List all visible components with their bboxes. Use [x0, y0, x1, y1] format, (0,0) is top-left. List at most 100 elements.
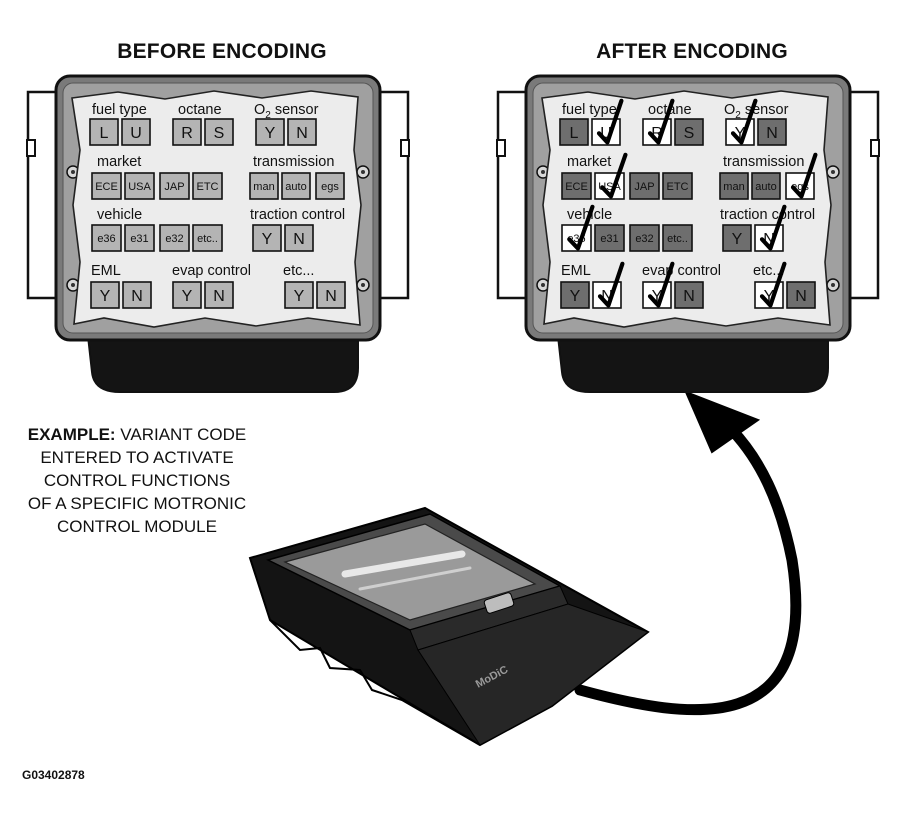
example-line-3: CONTROL FUNCTIONS — [43, 471, 231, 490]
option-text-evap-control-y: Y — [182, 288, 193, 305]
option-box-transmission-auto — [751, 172, 781, 200]
option-text-eml-n: N — [601, 288, 613, 305]
checkmark-icon — [567, 204, 595, 251]
option-text-market-ece: ECE — [95, 181, 118, 193]
checkmark-icon — [759, 261, 787, 308]
option-box-eml-y — [90, 281, 120, 309]
option-box-vehicle-etc — [192, 224, 223, 252]
option-text-o2-sensor-n: N — [766, 125, 778, 142]
option-box-vehicle-e36 — [91, 224, 122, 252]
label-o2-sensor: O2 sensor — [254, 102, 319, 121]
option-text-o2-sensor-n: N — [296, 125, 308, 142]
option-box-vehicle-e32 — [629, 224, 660, 252]
option-box-transmission-egs — [315, 172, 345, 200]
option-text-vehicle-etc: etc.. — [197, 233, 218, 245]
option-text-transmission-egs: egs — [321, 181, 339, 193]
checkmark-icon — [730, 98, 758, 145]
option-text-vehicle-e31: e31 — [600, 233, 618, 245]
option-box-etc-y — [284, 281, 314, 309]
label-etc: etc... — [283, 263, 314, 279]
option-box-traction-control-n — [284, 224, 314, 252]
option-box-transmission-auto — [281, 172, 311, 200]
label-traction-control: traction control — [720, 207, 815, 223]
checkmark-icon — [790, 152, 818, 199]
tester-device: MoDiC — [248, 506, 650, 747]
label-fuel-type: fuel type — [92, 102, 147, 118]
after-encoding-heading: AFTER ENCODING — [596, 40, 788, 63]
variant-label-panel — [541, 90, 832, 328]
example-caption: EXAMPLE: VARIANT CODE ENTERED TO ACTIVAT… — [14, 423, 260, 538]
option-text-market-etc: ETC — [197, 181, 219, 193]
label-fuel-type: fuel type — [562, 102, 617, 118]
option-box-market-jap — [629, 172, 660, 200]
checkmark-icon — [647, 98, 675, 145]
option-text-market-jap: JAP — [164, 181, 184, 193]
option-box-vehicle-e31 — [124, 224, 155, 252]
option-box-evap-control-n — [674, 281, 704, 309]
variant-label-panel — [71, 90, 362, 328]
option-box-octane-s — [674, 118, 704, 146]
option-box-eml-y — [560, 281, 590, 309]
option-text-traction-control-n: N — [763, 231, 775, 248]
label-eml: EML — [91, 263, 121, 279]
option-text-traction-control-y: Y — [262, 231, 273, 248]
option-box-eml-n — [122, 281, 152, 309]
option-text-vehicle-e36: e36 — [97, 233, 115, 245]
example-line-2: ENTERED TO ACTIVATE — [40, 448, 234, 467]
option-text-transmission-man: man — [723, 181, 744, 193]
checkmark-icon — [596, 98, 624, 145]
option-box-traction-control-y — [252, 224, 282, 252]
option-box-etc-n — [786, 281, 816, 309]
option-text-octane-r: R — [651, 125, 663, 142]
option-text-fuel-type-l: L — [570, 125, 579, 142]
option-box-fuel-type-l — [559, 118, 589, 146]
option-text-etc-y: Y — [764, 288, 775, 305]
example-line-5: CONTROL MODULE — [57, 517, 217, 536]
option-text-fuel-type-l: L — [100, 125, 109, 142]
option-box-market-ece — [91, 172, 122, 200]
option-text-evap-control-y: Y — [652, 288, 663, 305]
option-text-vehicle-e31: e31 — [130, 233, 148, 245]
option-box-evap-control-n — [204, 281, 234, 309]
option-box-vehicle-e32 — [159, 224, 190, 252]
option-text-traction-control-y: Y — [732, 231, 743, 248]
option-text-eml-n: N — [131, 288, 143, 305]
option-box-octane-r — [172, 118, 202, 146]
example-line-4: OF A SPECIFIC MOTRONIC — [27, 494, 247, 513]
example-label: EXAMPLE: — [27, 425, 116, 444]
tester-screen — [283, 523, 537, 621]
label-eml: EML — [561, 263, 591, 279]
option-box-traction-control-y — [722, 224, 752, 252]
option-text-octane-s: S — [684, 125, 695, 142]
example-line-1: VARIANT CODE — [115, 425, 247, 444]
arrow-icon — [574, 390, 802, 716]
tester-button — [483, 592, 515, 614]
option-text-transmission-auto: auto — [285, 181, 306, 193]
option-box-market-ece — [561, 172, 592, 200]
option-box-etc-n — [316, 281, 346, 309]
option-text-o2-sensor-y: Y — [735, 125, 746, 142]
option-text-market-jap: JAP — [634, 181, 654, 193]
option-box-o2-sensor-y — [255, 118, 285, 146]
option-box-fuel-type-l — [89, 118, 119, 146]
arrow-head-icon — [684, 390, 761, 454]
option-text-eml-y: Y — [100, 288, 111, 305]
option-box-octane-s — [204, 118, 234, 146]
connector-block — [556, 335, 829, 393]
option-text-vehicle-e32: e32 — [635, 233, 653, 245]
option-box-market-jap — [159, 172, 190, 200]
label-evap-control: evap control — [642, 263, 721, 279]
label-transmission: transmission — [253, 154, 334, 170]
option-text-octane-r: R — [181, 125, 193, 142]
option-text-etc-y: Y — [294, 288, 305, 305]
option-box-market-usa — [124, 172, 155, 200]
option-text-octane-s: S — [214, 125, 225, 142]
option-text-o2-sensor-y: Y — [265, 125, 276, 142]
option-box-vehicle-etc — [662, 224, 693, 252]
option-box-transmission-man — [249, 172, 279, 200]
option-text-transmission-man: man — [253, 181, 274, 193]
option-text-market-usa: USA — [128, 181, 151, 193]
option-text-fuel-type-u: U — [600, 125, 612, 142]
option-box-o2-sensor-n — [757, 118, 787, 146]
